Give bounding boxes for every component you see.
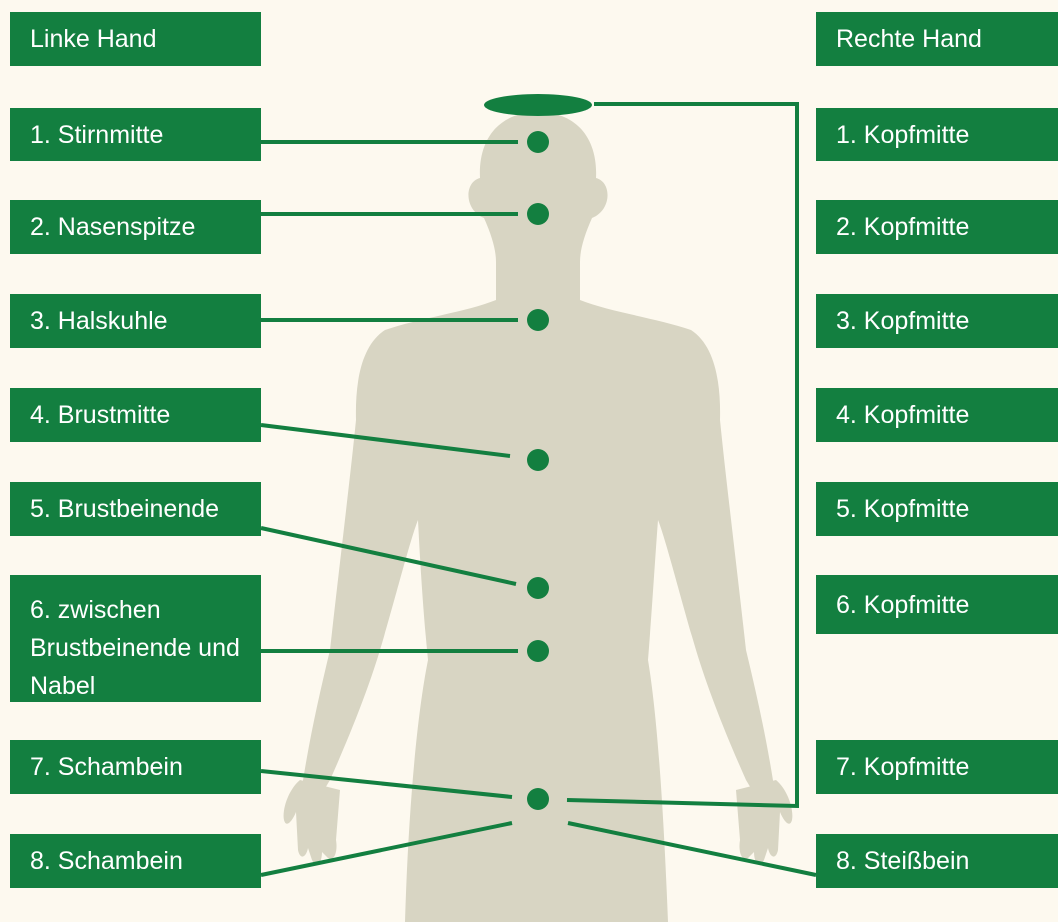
point-between <box>527 640 549 662</box>
point-forehead <box>527 131 549 153</box>
header-right-hand: Rechte Hand <box>816 12 1058 66</box>
point-nose <box>527 203 549 225</box>
point-chest <box>527 449 549 471</box>
right-label-4: 4. Kopfmitte <box>816 388 1058 442</box>
right-hand <box>736 780 792 864</box>
point-pubic <box>527 788 549 810</box>
crown-marker <box>484 94 592 116</box>
right-label-2: 2. Kopfmitte <box>816 200 1058 254</box>
left-label-5: 5. Brustbeinende <box>10 482 261 536</box>
left-label-1: 1. Stirnmitte <box>10 108 261 161</box>
left-label-8: 8. Schambein <box>10 834 261 888</box>
header-left-hand: Linke Hand <box>10 12 261 66</box>
right-label-6: 6. Kopfmitte <box>816 575 1058 634</box>
right-label-8: 8. Steißbein <box>816 834 1058 888</box>
left-label-7: 7. Schambein <box>10 740 261 794</box>
right-label-3: 3. Kopfmitte <box>816 294 1058 348</box>
left-label-4: 4. Brustmitte <box>10 388 261 442</box>
left-hand <box>284 780 340 864</box>
left-label-6: 6. zwischen Brustbeinende und Nabel <box>10 575 261 702</box>
right-label-5: 5. Kopfmitte <box>816 482 1058 536</box>
left-label-3: 3. Halskuhle <box>10 294 261 348</box>
right-label-7: 7. Kopfmitte <box>816 740 1058 794</box>
right-label-1: 1. Kopfmitte <box>816 108 1058 161</box>
left-label-2: 2. Nasenspitze <box>10 200 261 254</box>
point-throat <box>527 309 549 331</box>
point-sternum-end <box>527 577 549 599</box>
